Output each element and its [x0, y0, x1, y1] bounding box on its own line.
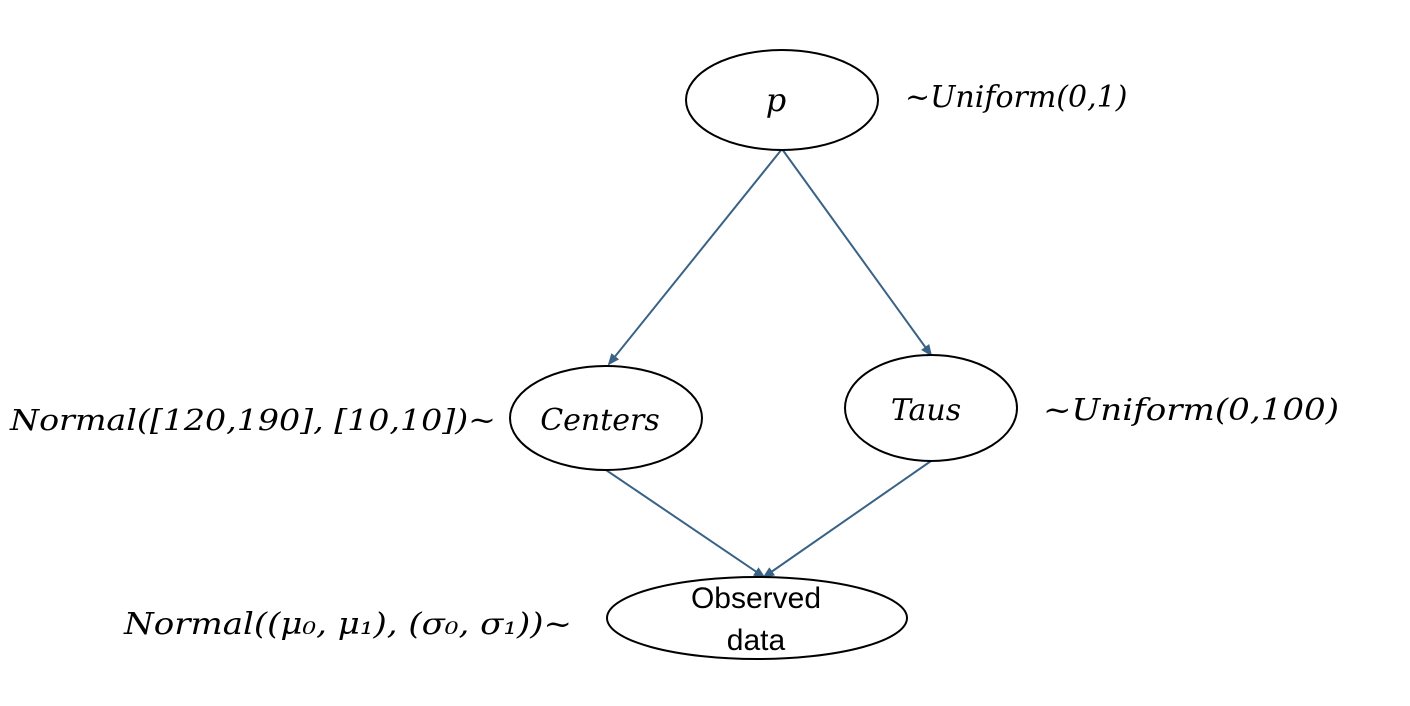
- observed-distribution-args: ((μ₀, μ₁), (σ₀, σ₁))~: [254, 607, 572, 642]
- node-p-label: p: [766, 81, 786, 119]
- observed-distribution-prefix: Normal: [123, 607, 254, 642]
- node-taus: [844, 354, 1018, 462]
- observed-distribution-label: Normal((μ₀, μ₁), (σ₀, σ₁))~: [123, 607, 572, 642]
- taus-distribution-label: ~Uniform(0,100): [1043, 393, 1339, 428]
- node-observed-label-line1: Observed: [691, 582, 821, 615]
- node-taus-label: Taus: [891, 393, 961, 428]
- node-centers-label: Centers: [540, 403, 660, 438]
- edge-p-to-taus: [781, 148, 933, 357]
- p-distribution-label: ~Uniform(0,1): [905, 80, 1127, 115]
- edge-taus-to-observed: [762, 460, 932, 579]
- node-centers: [509, 365, 703, 471]
- node-observed-data: [606, 576, 908, 660]
- edge-centers-to-observed: [605, 469, 766, 579]
- node-p: [685, 49, 879, 151]
- centers-distribution-label: Normal([120,190], [10,10])~: [9, 403, 496, 437]
- node-observed-label-line2: data: [727, 624, 786, 657]
- edge-p-to-centers: [607, 148, 783, 366]
